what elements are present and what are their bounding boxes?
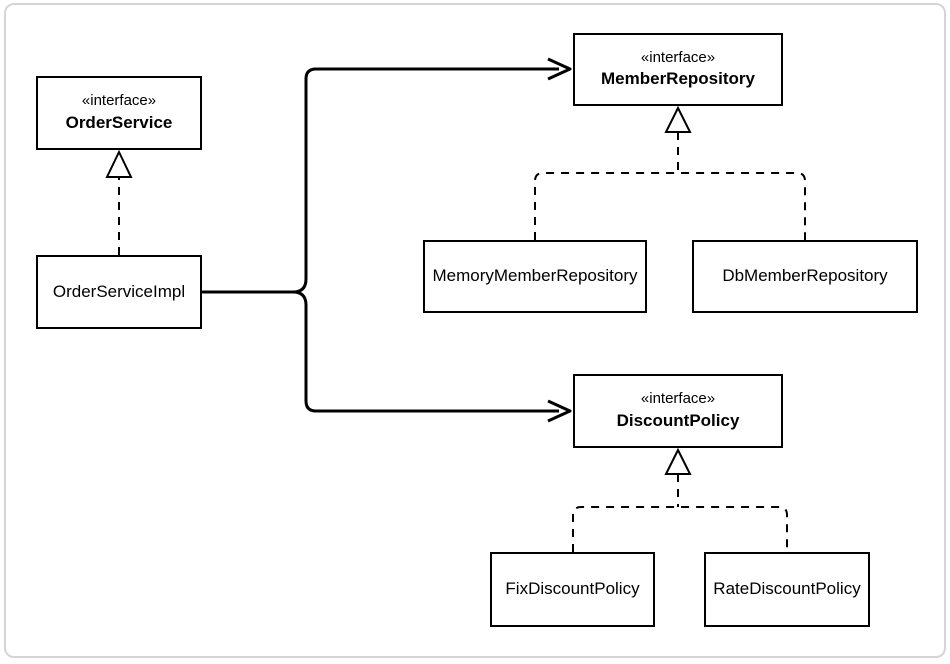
node-name: MemberRepository xyxy=(601,69,755,89)
uml-node-orderservice: «interface» OrderService xyxy=(36,76,202,150)
uml-node-fixdiscountpolicy: FixDiscountPolicy xyxy=(490,552,655,627)
node-name: OrderService xyxy=(65,112,173,132)
dependency-line-to-memberrepository xyxy=(292,67,559,294)
node-name: OrderServiceImpl xyxy=(52,281,186,301)
hollow-triangle-orderservice xyxy=(105,149,133,178)
open-arrowhead-discountpolicy xyxy=(547,399,572,423)
node-name: MemoryMemberRepository xyxy=(432,266,638,286)
dependency-line-to-discountpolicy xyxy=(292,290,559,413)
stereotype-label: «interface» xyxy=(640,390,716,408)
uml-node-ratediscountpolicy: RateDiscountPolicy xyxy=(704,552,870,627)
uml-node-orderserviceimpl: OrderServiceImpl xyxy=(36,255,202,329)
uml-node-dbmemberrepository: DbMemberRepository xyxy=(692,240,918,313)
node-name: DbMemberRepository xyxy=(722,266,888,286)
realization-line-member-implementations xyxy=(534,172,806,240)
uml-node-memberrepository: «interface» MemberRepository xyxy=(573,33,783,106)
hollow-triangle-discountpolicy xyxy=(664,447,692,475)
node-name: FixDiscountPolicy xyxy=(505,579,640,599)
node-name: RateDiscountPolicy xyxy=(713,579,861,599)
stereotype-label: «interface» xyxy=(81,92,157,110)
realization-line-policy-implementations xyxy=(572,506,788,552)
uml-node-memorymemberrepository: MemoryMemberRepository xyxy=(423,240,647,313)
open-arrowhead-memberrepository xyxy=(547,57,572,81)
stereotype-label: «interface» xyxy=(640,48,716,66)
hollow-triangle-memberrepository xyxy=(664,105,692,133)
node-name: DiscountPolicy xyxy=(616,410,740,430)
uml-node-discountpolicy: «interface» DiscountPolicy xyxy=(573,374,783,448)
